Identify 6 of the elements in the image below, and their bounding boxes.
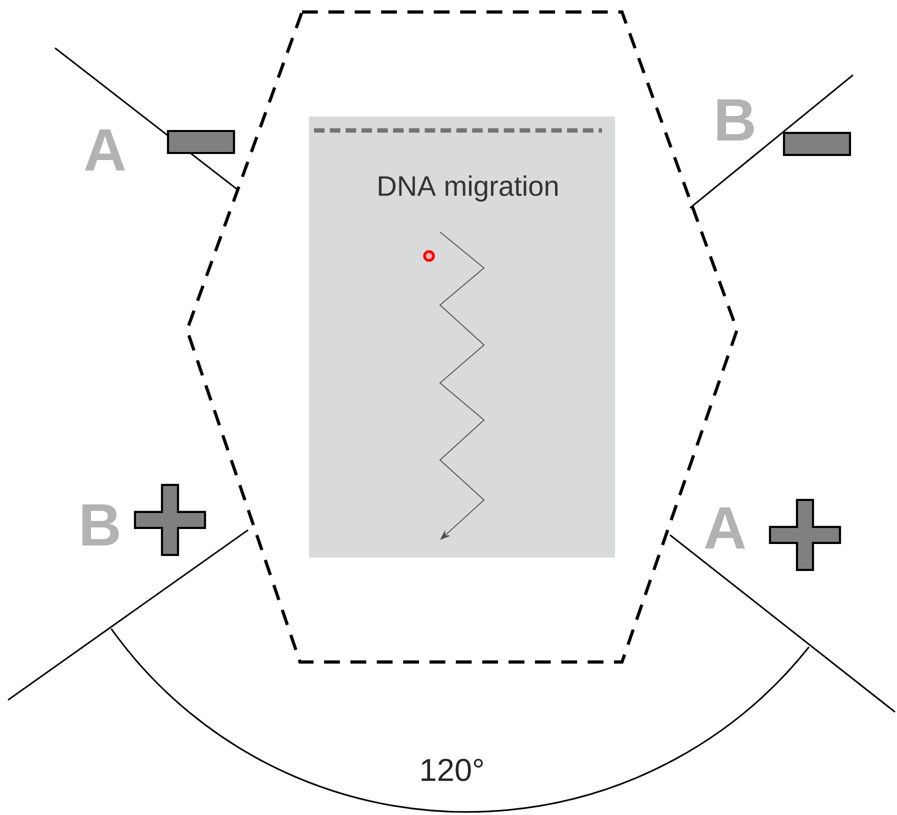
electrode-letter: A xyxy=(84,129,125,171)
electrode-letter: A xyxy=(704,507,745,549)
gel-box: DNA migration xyxy=(309,116,615,558)
electrode-letter: B xyxy=(82,504,119,546)
electrode-letter: B xyxy=(717,99,754,141)
angle-label: 120° xyxy=(422,758,483,782)
